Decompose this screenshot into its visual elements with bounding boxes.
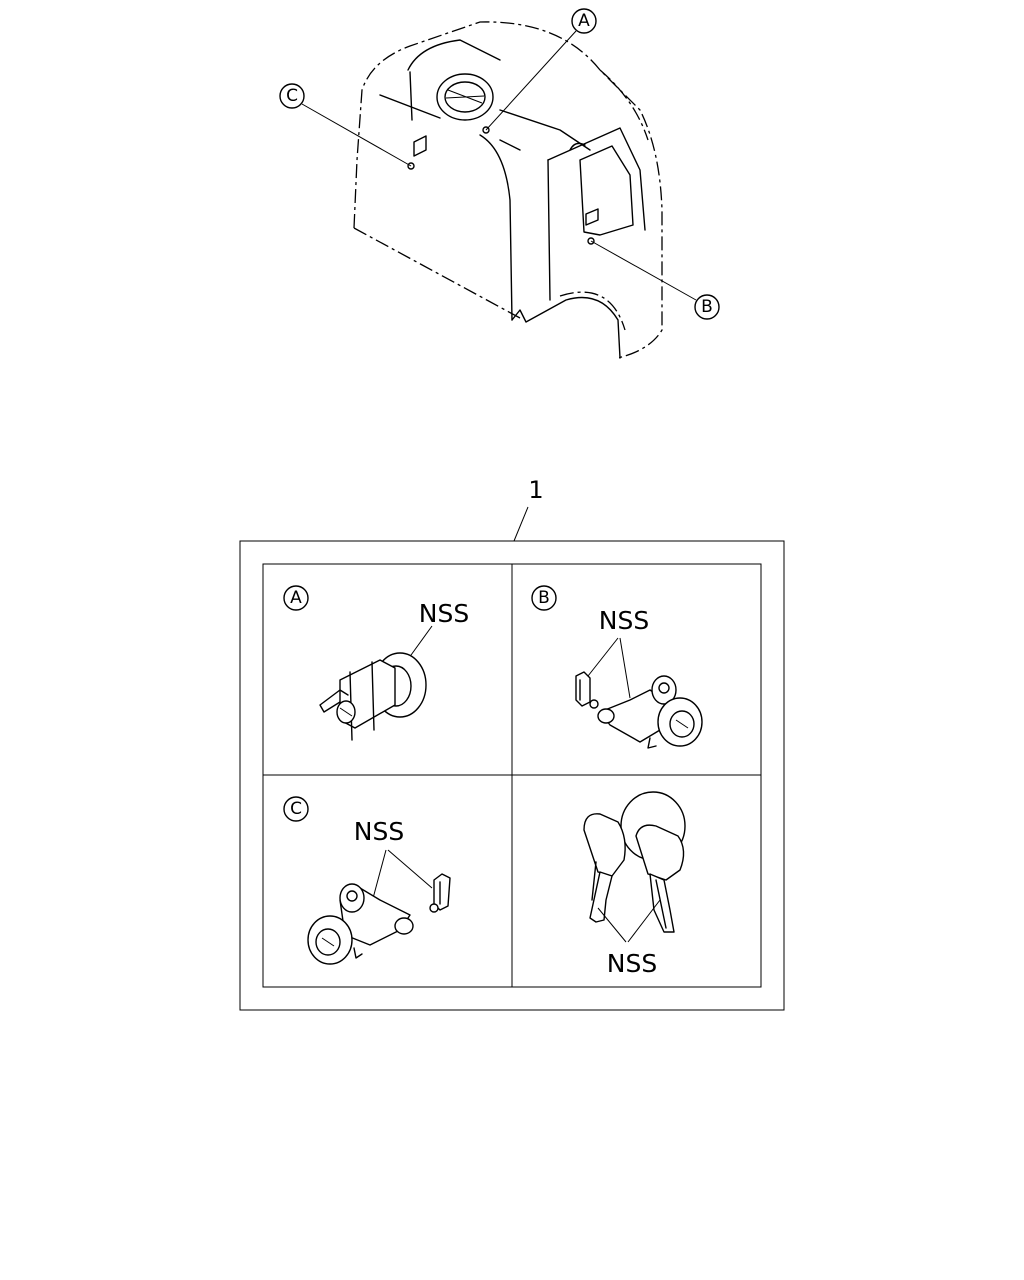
panel-c-nss: NSS xyxy=(354,817,404,846)
panel-a-nss: NSS xyxy=(419,599,469,628)
panel-a-ignition-lock: A NSS xyxy=(283,585,469,741)
callout-b-label: B xyxy=(701,297,713,317)
callout-a-label: A xyxy=(578,11,590,31)
lock-kit: 1 xyxy=(239,476,785,1011)
panel-keys-nss: NSS xyxy=(607,949,657,978)
panel-b-nss: NSS xyxy=(599,606,649,635)
callout-c: C xyxy=(279,83,412,167)
callout-c-label: C xyxy=(286,86,298,106)
panel-c-door-lock: C NSS xyxy=(283,796,451,965)
callout-b: B xyxy=(590,240,720,320)
kit-item-number: 1 xyxy=(528,476,543,504)
panel-b-label: B xyxy=(538,588,550,608)
panel-c-label: C xyxy=(290,799,302,819)
steering-column-cover xyxy=(353,21,663,359)
callout-a: A xyxy=(485,8,597,131)
panel-b-door-lock: B NSS xyxy=(531,585,703,749)
panel-keys: NSS xyxy=(583,791,686,978)
panel-a-label: A xyxy=(290,588,302,608)
